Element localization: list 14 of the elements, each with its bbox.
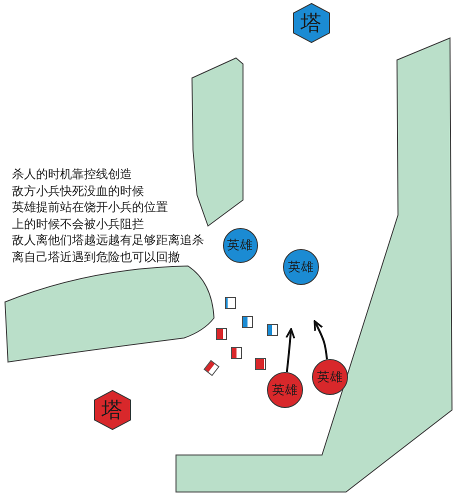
arrow: [285, 328, 296, 372]
note-text: 离自己塔近遇到危险也可以回撤: [12, 248, 180, 265]
note-text: 杀人的时机靠控线创造: [12, 166, 132, 182]
hero-circle: 英雄: [267, 372, 303, 408]
hero-circle: 英雄: [283, 249, 319, 285]
note-text: 敌人离他们塔越远越有足够距离追杀: [12, 232, 204, 248]
note-text: 英雄提前站在饶开小兵的位置: [12, 199, 168, 216]
tower-hexagon: 塔: [292, 3, 330, 43]
hero-circle: 英雄: [222, 228, 258, 262]
hero-circle: 英雄: [312, 359, 348, 395]
tower-hexagon: 塔: [94, 390, 130, 430]
arrow: [314, 320, 328, 360]
note-text: 敌方小兵快死没血的时候: [12, 182, 144, 199]
note-text: 上的时候不会被小兵阻拦: [12, 216, 144, 232]
